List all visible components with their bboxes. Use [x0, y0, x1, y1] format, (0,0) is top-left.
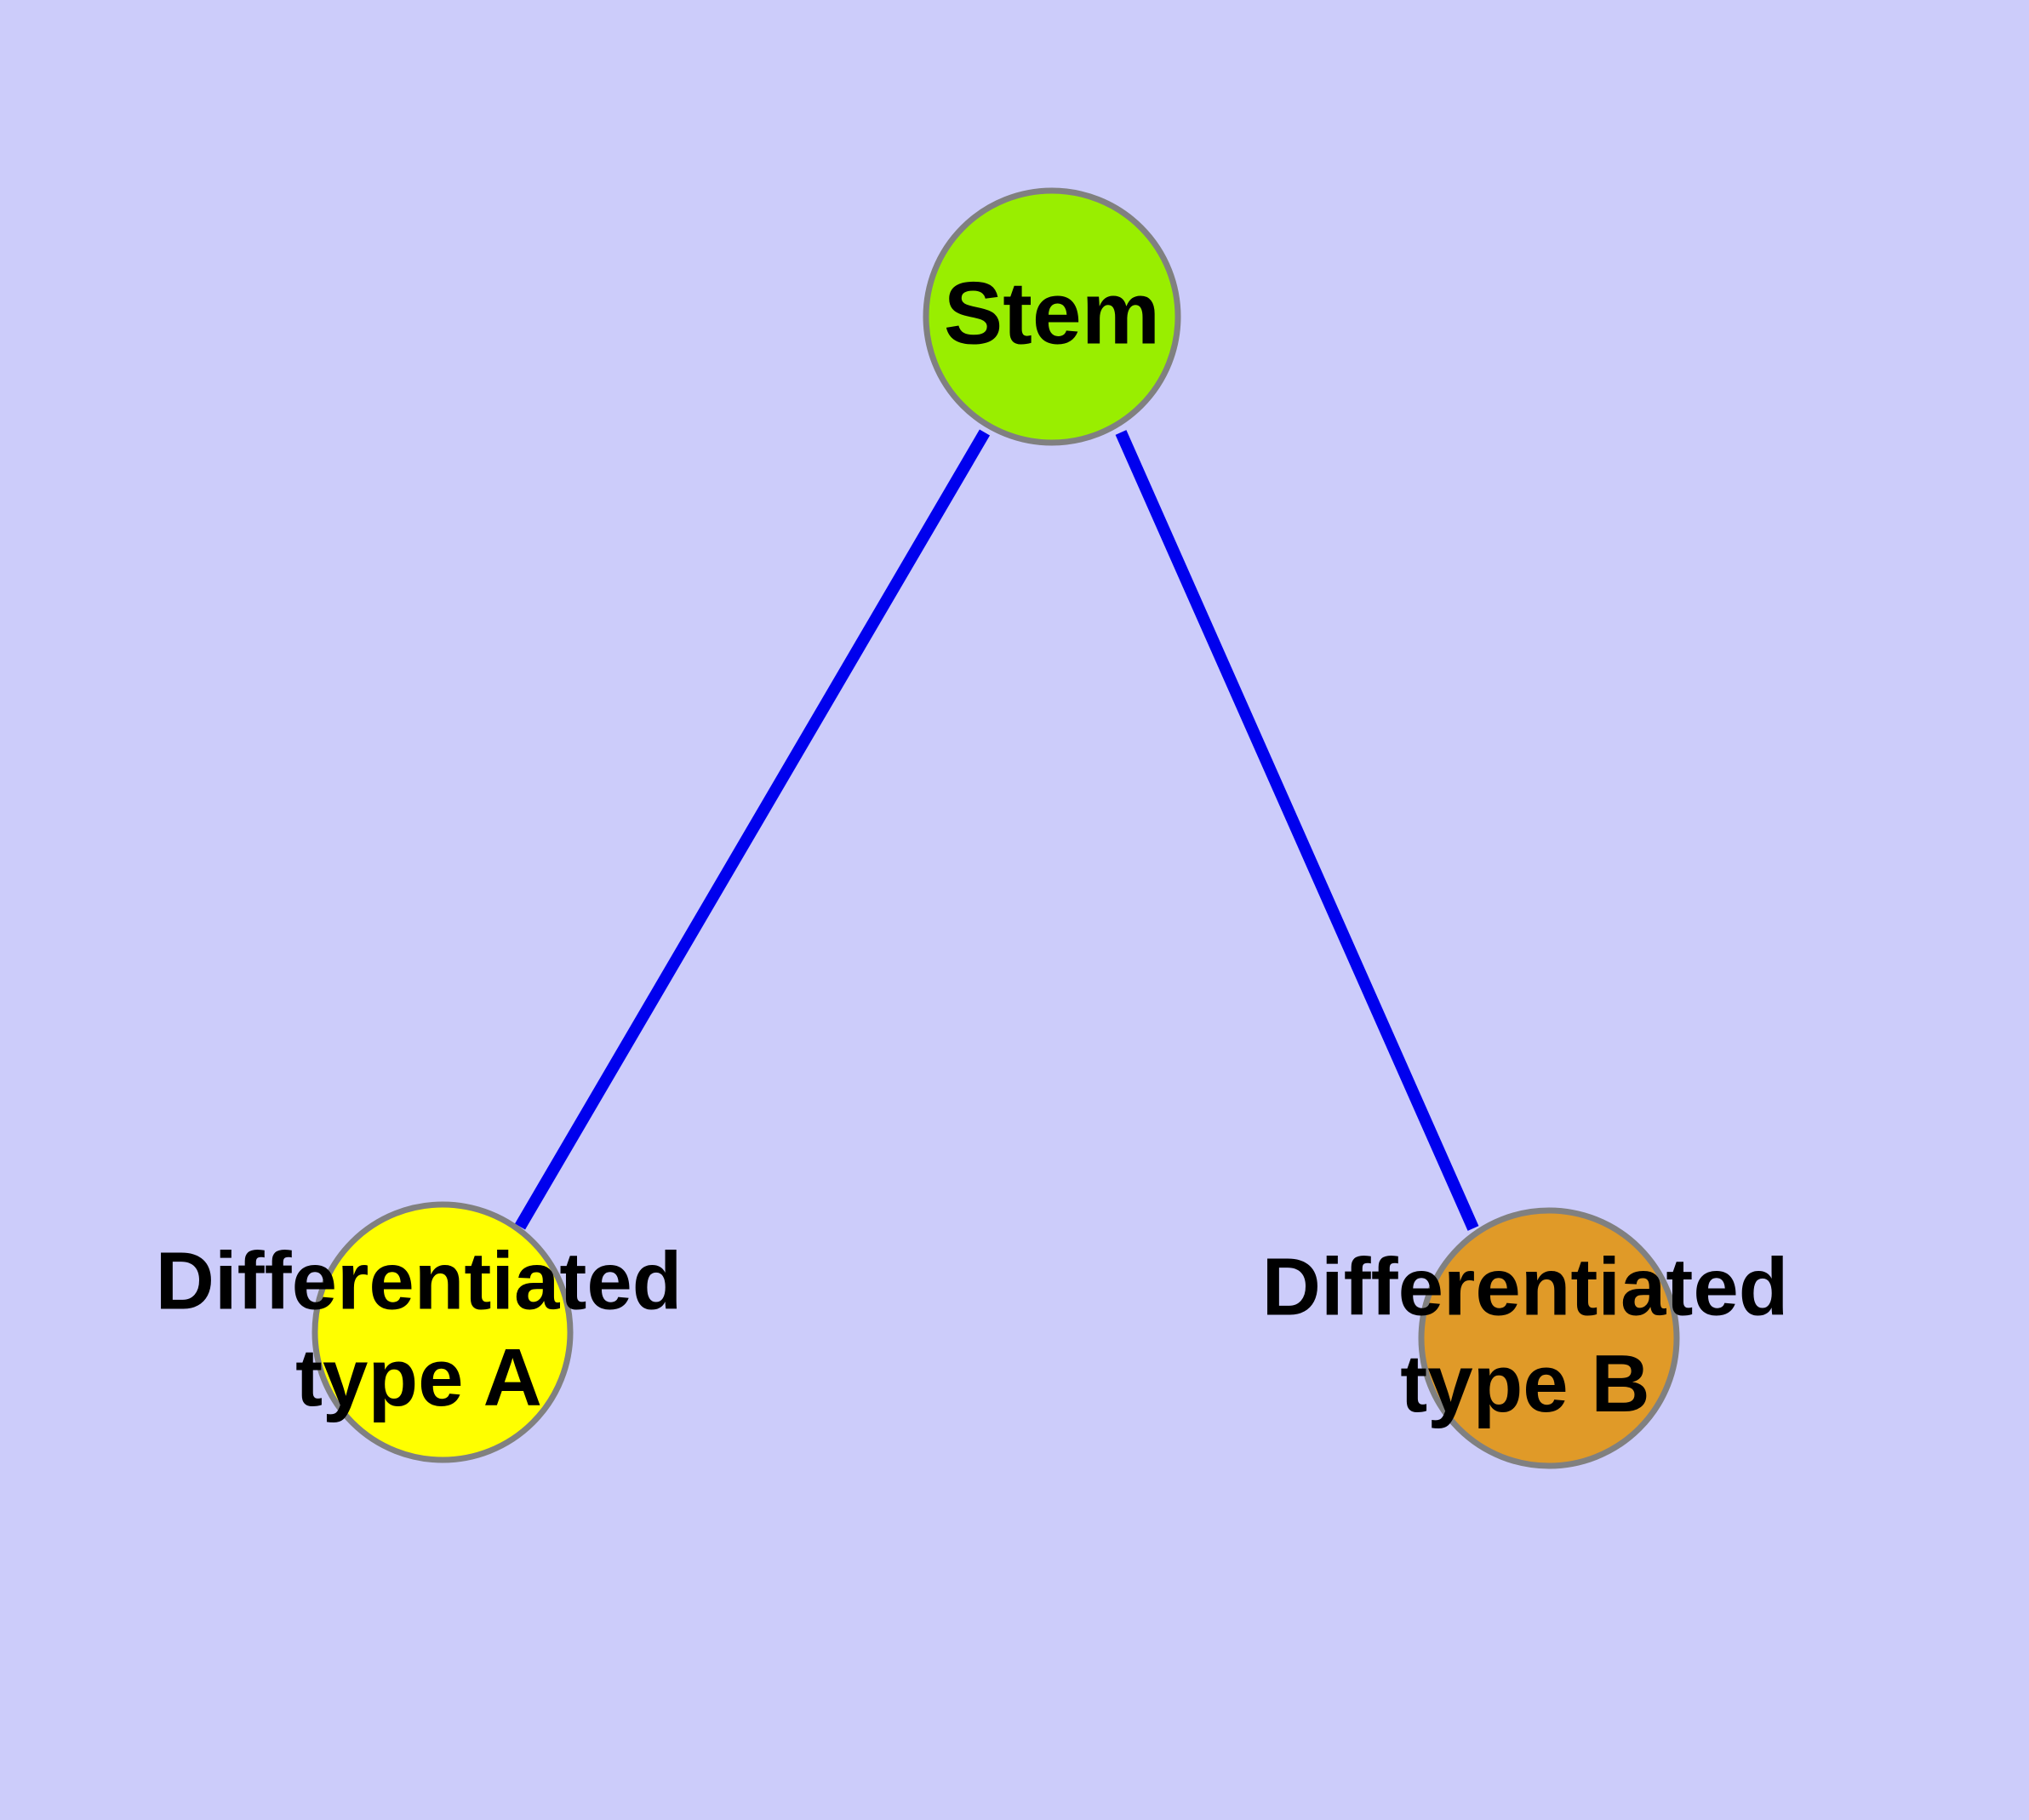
node-label-differentiated-a-line1: Differentiated: [156, 1236, 683, 1327]
overlay-label-group: Differentiated type A Differentiated typ…: [156, 1236, 1789, 1429]
node-circle-stem[interactable]: [923, 187, 1181, 446]
node-label-differentiated-b-line2: type B: [1400, 1338, 1649, 1429]
node-differentiated-a[interactable]: [311, 1201, 574, 1463]
node-label-differentiated-b-line1: Differentiated: [1262, 1242, 1789, 1333]
node-stem[interactable]: Stem: [923, 187, 1181, 446]
node-differentiated-b[interactable]: [1418, 1207, 1680, 1469]
edge-stem-to-differentiated-a[interactable]: [514, 429, 991, 1230]
node-label-differentiated-a-line2: type A: [295, 1332, 542, 1423]
edge-stem-to-differentiated-b[interactable]: [1115, 430, 1479, 1231]
node-circle-differentiated-a[interactable]: [311, 1201, 574, 1463]
node-group: Stem: [311, 187, 1680, 1469]
edge-group: [514, 429, 1479, 1231]
node-circle-differentiated-b[interactable]: [1418, 1207, 1680, 1469]
node-label-stem: Stem: [944, 264, 1160, 363]
